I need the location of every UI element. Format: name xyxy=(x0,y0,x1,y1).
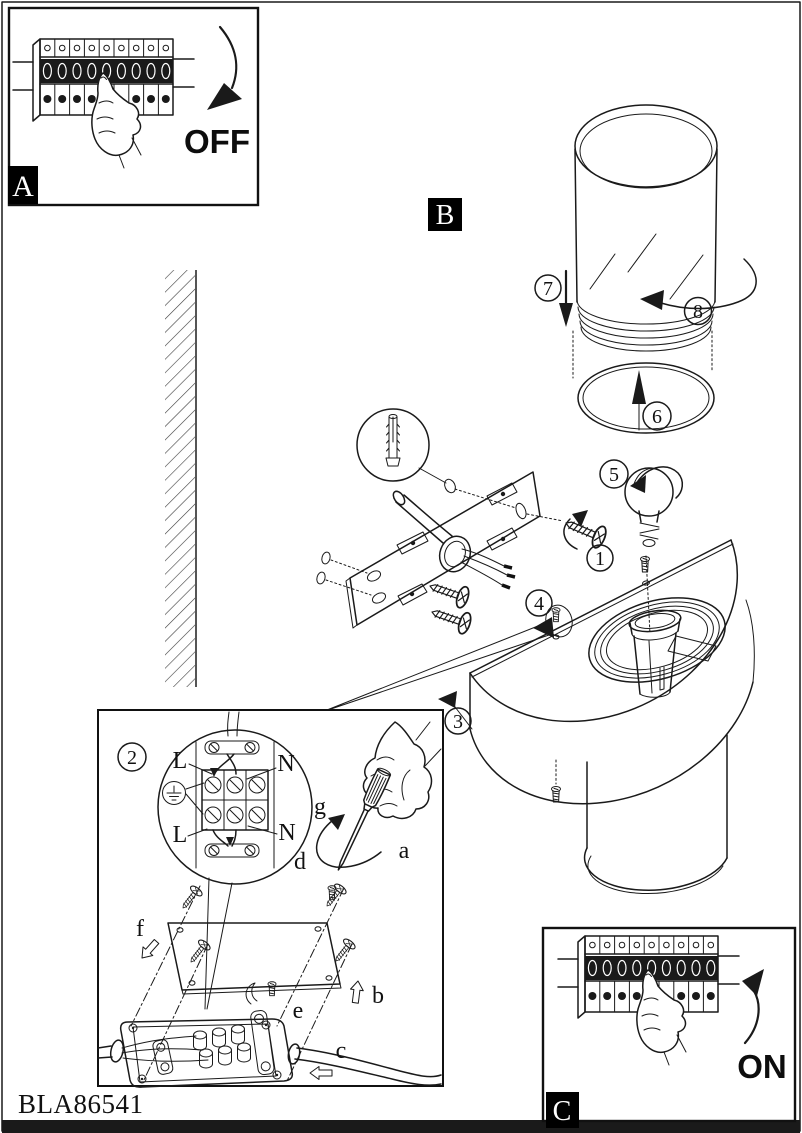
panel-wiring: 2 xyxy=(97,709,444,1088)
panel-c-tag xyxy=(546,1092,579,1128)
on-direction-arrow-icon xyxy=(743,989,760,1045)
glass-shade xyxy=(574,104,718,352)
arrow-c-icon xyxy=(309,1066,333,1080)
cable-clamp-left xyxy=(152,1039,174,1075)
callout-3: 3 xyxy=(438,691,473,735)
earth-icon xyxy=(162,781,186,805)
callout-6: 6 xyxy=(632,370,672,431)
arrow-f-icon xyxy=(141,939,160,959)
svg-text:6: 6 xyxy=(652,406,662,428)
svg-text:4: 4 xyxy=(534,593,544,615)
screwdriver-icon xyxy=(337,767,392,871)
mounting-screw xyxy=(427,600,474,637)
plate-tabs xyxy=(396,482,518,606)
letter-e: e xyxy=(293,998,304,1024)
letter-f: f xyxy=(136,916,144,942)
panel-b-tag xyxy=(428,198,462,231)
dowel xyxy=(316,571,326,585)
label-line-top: L xyxy=(173,748,188,774)
terminal-detail: L N L N xyxy=(157,711,313,885)
arrow-b-icon xyxy=(350,980,364,1004)
mounting-plate xyxy=(316,471,541,637)
lamp-body xyxy=(469,539,755,894)
letter-c: c xyxy=(336,1038,347,1064)
panel-b-letter: B xyxy=(436,200,455,231)
callout-8: 8 xyxy=(640,258,757,326)
panel-a-state-label: OFF xyxy=(184,123,250,160)
callout-5: 5 xyxy=(609,464,619,486)
junction-box xyxy=(97,981,442,1088)
letter-g: g xyxy=(314,794,326,820)
part-number: BLA86541 xyxy=(18,1089,144,1119)
wall-plug-icon xyxy=(385,414,401,467)
panel-c: ON C xyxy=(541,926,797,1128)
cable-clamp-right xyxy=(250,1010,275,1076)
panel-a: OFF A xyxy=(7,6,260,207)
label-neutral-bottom: N xyxy=(278,820,295,846)
callout-7: 7 xyxy=(534,269,573,327)
svg-text:7: 7 xyxy=(543,278,553,300)
panel-a-letter: A xyxy=(12,170,34,203)
wall-hatch xyxy=(165,270,197,687)
terminal-block-3d xyxy=(193,1024,251,1069)
bottom-bar xyxy=(2,1120,800,1133)
bulb: 5 xyxy=(599,459,684,635)
letter-b: b xyxy=(372,983,384,1009)
cable-grommet xyxy=(392,490,516,590)
panel-c-letter: C xyxy=(553,1096,572,1127)
mounting-screw xyxy=(425,574,472,611)
wall-plug-detail xyxy=(356,408,564,522)
dowel-hole xyxy=(444,478,456,494)
lamp-socket xyxy=(628,609,682,698)
off-direction-arrow-icon xyxy=(218,25,238,90)
mains-cable xyxy=(294,1047,442,1086)
terminal-screws xyxy=(204,776,266,824)
panel-c-state-label: ON xyxy=(737,1048,787,1085)
inner-tab xyxy=(667,635,717,662)
dowel xyxy=(321,551,331,565)
sealing-ring xyxy=(577,362,715,434)
letter-a: a xyxy=(399,838,410,864)
callout-2: 2 xyxy=(127,747,137,769)
screwdriver-hand xyxy=(315,721,442,901)
callout-4: 4 xyxy=(326,589,573,711)
label-neutral-top: N xyxy=(277,751,294,777)
label-line-bottom: L xyxy=(173,822,188,848)
callout-1-screw: 1 xyxy=(560,510,614,572)
letter-d: d xyxy=(294,849,306,875)
clamp-hook xyxy=(245,982,258,1005)
svg-text:8: 8 xyxy=(693,301,703,323)
panel-b: B 7 8 xyxy=(428,104,757,434)
svg-text:1: 1 xyxy=(595,548,605,570)
panel-a-tag xyxy=(8,166,38,204)
svg-text:3: 3 xyxy=(453,711,463,733)
